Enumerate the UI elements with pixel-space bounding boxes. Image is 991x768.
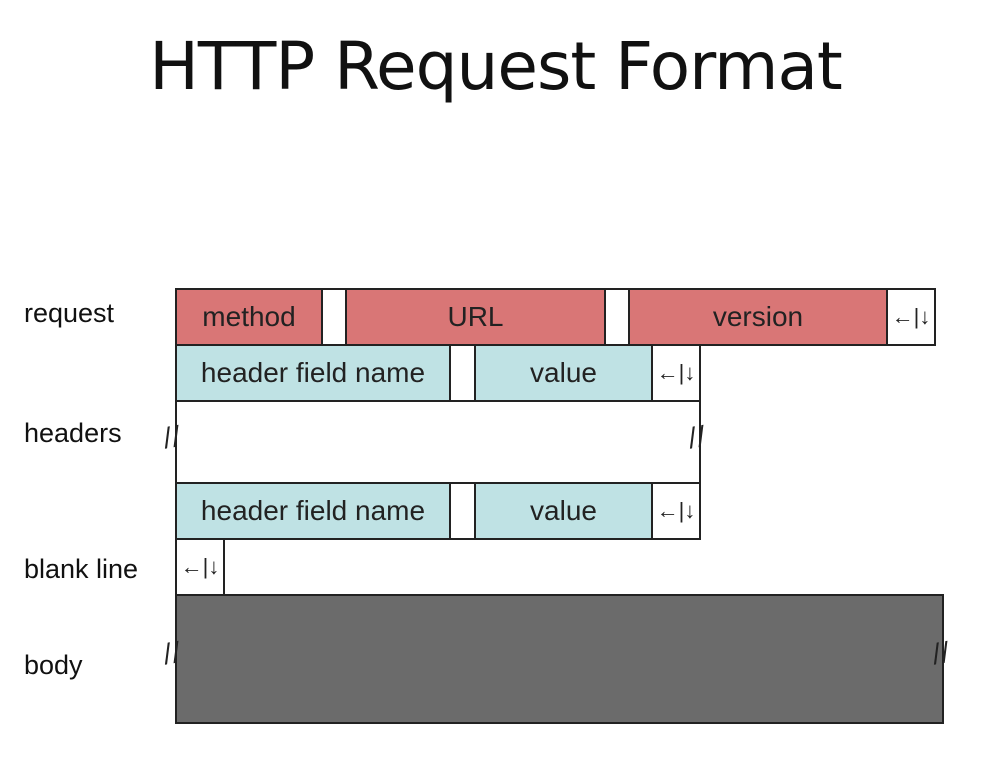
body-block xyxy=(175,594,944,724)
space-2 xyxy=(604,288,630,346)
method-field: method xyxy=(175,288,323,346)
crlf-header-2: ←|↓ xyxy=(651,482,701,540)
body-break-right: // xyxy=(929,636,953,670)
headers-right-line xyxy=(699,400,701,484)
label-blank-line: blank line xyxy=(24,554,139,584)
url-field: URL xyxy=(345,288,606,346)
header-field-name-2: header field name xyxy=(175,482,451,540)
page-title: HTTP Request Format xyxy=(149,28,843,105)
label-body: body xyxy=(24,650,83,680)
break-mark-right: // xyxy=(685,420,709,454)
header-value-1: value xyxy=(474,344,653,402)
header-space-2 xyxy=(449,482,476,540)
break-mark-left: // xyxy=(160,420,184,454)
label-request: request xyxy=(24,298,115,328)
crlf-header-1: ←|↓ xyxy=(651,344,701,402)
label-headers: headers xyxy=(24,418,122,448)
header-space-1 xyxy=(449,344,476,402)
crlf-blank-line: ←|↓ xyxy=(175,538,225,596)
space-1 xyxy=(321,288,347,346)
version-field: version xyxy=(628,288,888,346)
crlf-request: ←|↓ xyxy=(886,288,936,346)
headers-left-line xyxy=(175,400,177,484)
header-value-2: value xyxy=(474,482,653,540)
header-field-name-1: header field name xyxy=(175,344,451,402)
